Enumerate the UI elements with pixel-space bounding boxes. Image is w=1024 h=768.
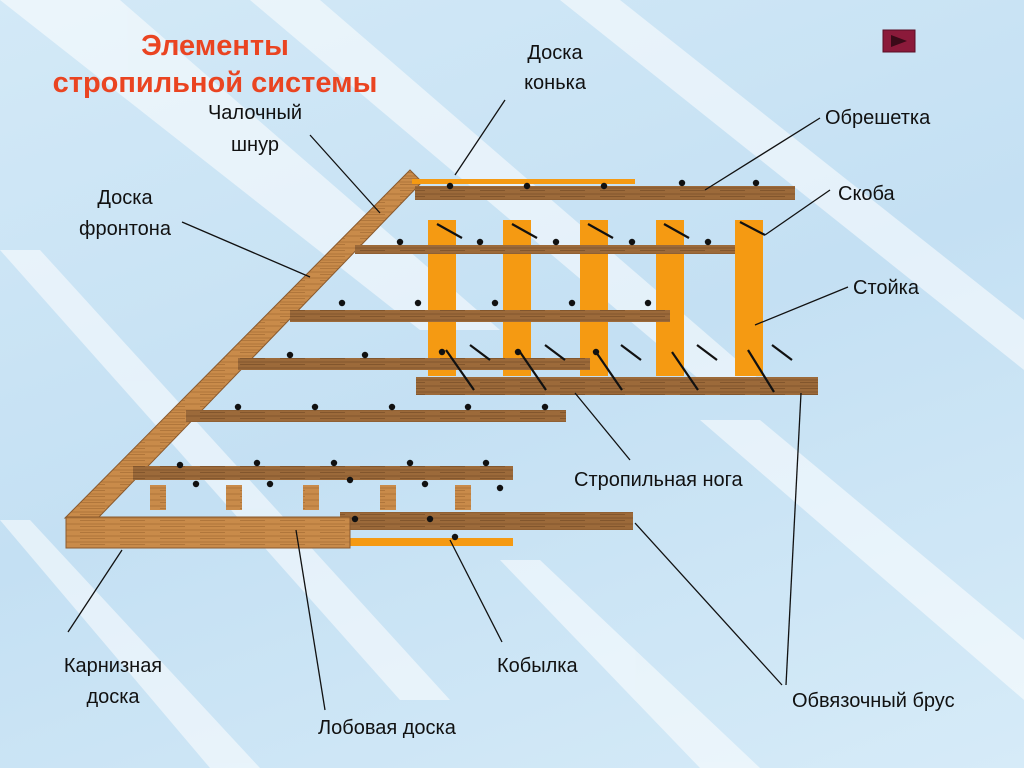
nail xyxy=(426,515,434,523)
rafter-bottom xyxy=(340,512,633,530)
label-wall-plate: Обвязочный брус xyxy=(792,690,955,712)
leader-lines xyxy=(67,99,849,711)
play-icon xyxy=(891,35,907,47)
eaves-board xyxy=(65,516,351,549)
nail xyxy=(752,179,760,187)
nail xyxy=(514,348,522,356)
sprocket xyxy=(380,485,396,510)
nail xyxy=(421,480,429,488)
nail xyxy=(446,182,454,190)
bracket xyxy=(519,351,547,391)
lathing-board xyxy=(186,410,566,422)
nail xyxy=(600,182,608,190)
label-fascia-board: Лобовая доска xyxy=(318,717,457,739)
nail xyxy=(568,299,576,307)
nail xyxy=(388,403,396,411)
bracket xyxy=(587,223,614,239)
sprockets xyxy=(150,485,471,510)
nail xyxy=(396,238,404,246)
sprocket xyxy=(150,485,166,510)
nail xyxy=(644,299,652,307)
label-gable-board-2: фронтона xyxy=(79,218,172,240)
nail xyxy=(523,182,531,190)
nail xyxy=(346,476,354,484)
nail xyxy=(464,403,472,411)
lathing-boards xyxy=(133,186,795,480)
label-rafter: Стропильная нога xyxy=(574,469,744,491)
nail xyxy=(361,351,369,359)
nail xyxy=(496,484,504,492)
nail xyxy=(414,299,422,307)
nail xyxy=(541,403,549,411)
nail xyxy=(482,459,490,467)
label-cord-1: Чалочный xyxy=(208,102,302,124)
nail xyxy=(176,461,184,469)
bracket xyxy=(663,223,690,239)
lathing-board xyxy=(355,245,735,254)
nail xyxy=(192,480,200,488)
sprocket xyxy=(455,485,471,510)
lathing-board xyxy=(415,186,795,200)
label-sprocket: Кобылка xyxy=(497,655,578,677)
lathing-board xyxy=(133,466,513,480)
bracket xyxy=(747,349,775,393)
nail xyxy=(678,179,686,187)
nail xyxy=(438,348,446,356)
wall-plate xyxy=(416,377,818,395)
nail xyxy=(552,238,560,246)
nails xyxy=(176,179,793,541)
lathing-board xyxy=(290,310,670,322)
title-line-1: Элементы xyxy=(141,30,289,62)
nail xyxy=(311,403,319,411)
label-eaves-board-2: доска xyxy=(86,686,140,708)
label-ridge-board-2: конька xyxy=(524,72,587,94)
soffit-strip xyxy=(345,538,513,546)
bracket xyxy=(436,223,463,239)
label-lathing: Обрешетка xyxy=(825,107,931,129)
bracket xyxy=(739,221,766,236)
label-gable-board-1: Доска xyxy=(97,187,153,209)
post xyxy=(656,220,684,376)
sprocket xyxy=(303,485,319,510)
label-ridge-board-1: Доска xyxy=(527,42,583,64)
bracket xyxy=(771,344,793,361)
bracket xyxy=(511,223,538,239)
ridge-board xyxy=(412,179,635,184)
nail xyxy=(253,459,261,467)
bracket xyxy=(696,344,718,361)
nail xyxy=(330,459,338,467)
label-eaves-board-1: Карнизная xyxy=(64,655,162,677)
nail xyxy=(704,238,712,246)
nail xyxy=(266,480,274,488)
nail xyxy=(476,238,484,246)
bracket xyxy=(620,344,642,361)
nail xyxy=(451,533,459,541)
bracket xyxy=(544,344,566,361)
label-cord-2: шнур xyxy=(231,134,279,156)
nail xyxy=(628,238,636,246)
nail xyxy=(406,459,414,467)
bracket xyxy=(671,351,699,391)
sprocket xyxy=(226,485,242,510)
bracket xyxy=(595,351,623,391)
label-post: Стойка xyxy=(853,277,920,299)
nail xyxy=(234,403,242,411)
nail xyxy=(286,351,294,359)
nail xyxy=(491,299,499,307)
nail xyxy=(338,299,346,307)
label-bracket: Скоба xyxy=(838,183,896,205)
lathing-board xyxy=(238,358,590,370)
title-line-2: стропильной системы xyxy=(53,67,378,99)
nail xyxy=(351,515,359,523)
bracket xyxy=(469,344,491,361)
bracket xyxy=(445,349,475,391)
